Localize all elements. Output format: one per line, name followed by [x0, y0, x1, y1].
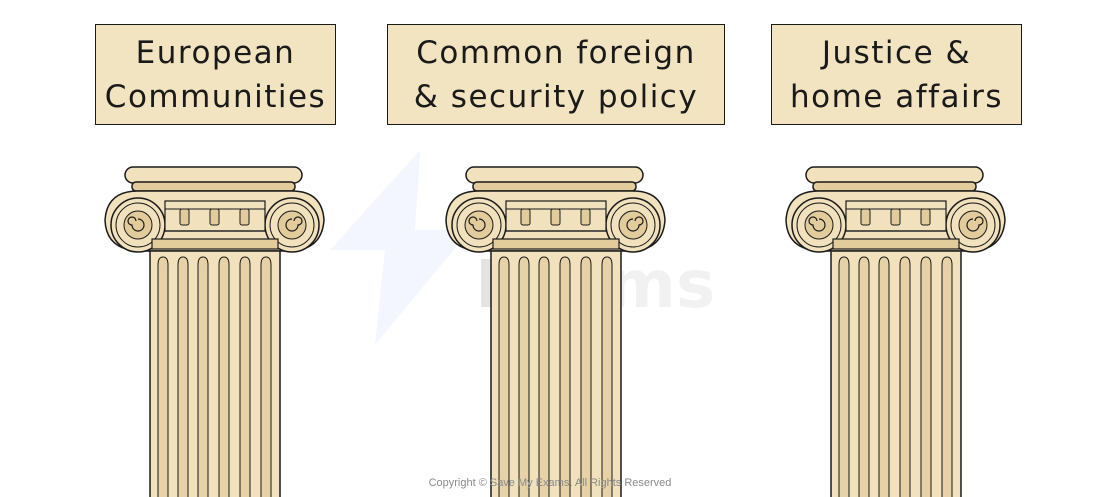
label-line-2: home affairs: [789, 78, 1004, 115]
copyright-notice: Copyright © Save My Exams. All Rights Re…: [428, 477, 672, 489]
pillar-column-icon: [783, 165, 1009, 497]
label-european-communities: European Communities: [95, 24, 336, 125]
label-justice-home-affairs: Justice & home affairs: [771, 24, 1022, 125]
label-line-1: Common foreign: [416, 34, 696, 71]
label-foreign-security-policy: Common foreign & security policy: [387, 24, 725, 125]
label-line-1: Justice &: [821, 34, 972, 71]
label-line-2: & security policy: [413, 78, 699, 115]
pillar-column-icon: [102, 165, 328, 497]
label-line-1: European: [135, 34, 296, 71]
pillar-column-icon: [443, 165, 669, 497]
label-line-2: Communities: [104, 78, 327, 115]
